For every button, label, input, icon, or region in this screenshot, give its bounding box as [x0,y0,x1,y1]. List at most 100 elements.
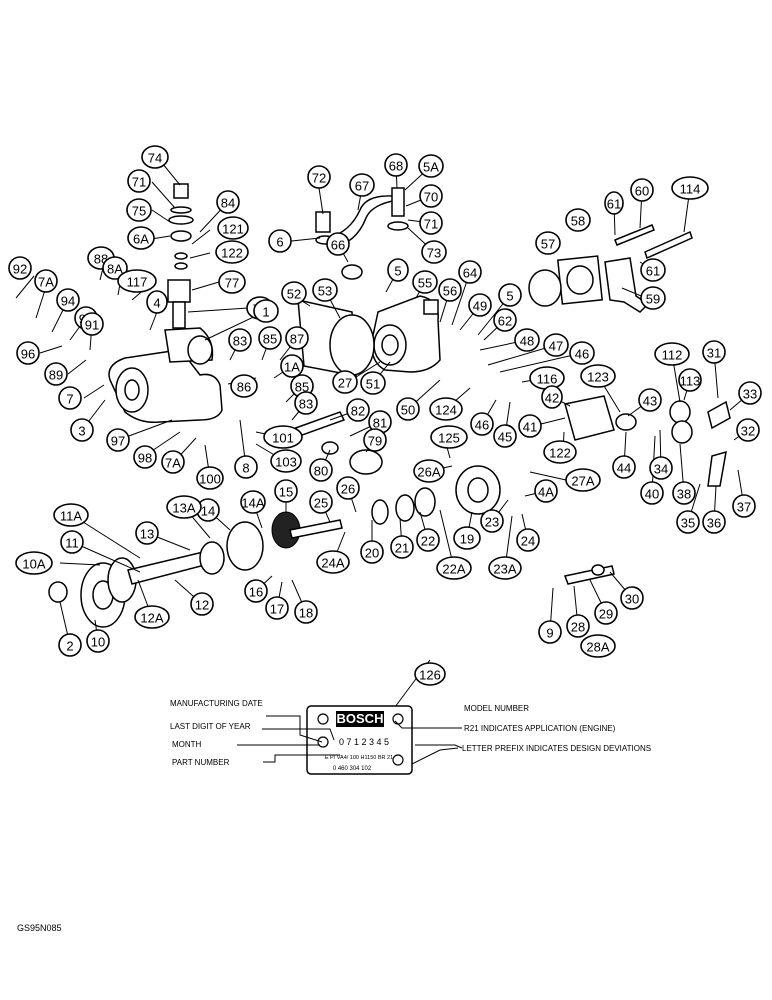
callout-60: 60 [630,178,654,202]
callout-label: 81 [373,416,387,431]
callout-label: 28 [571,620,585,635]
callout-81: 81 [368,410,392,434]
callout-label: 96 [21,347,35,362]
callout-26: 26 [336,476,360,500]
callout-label: 13A [172,501,195,516]
callout-122: 122 [543,440,577,464]
callout-126: 126 [414,662,446,686]
callout-label: 7A [165,456,181,471]
callout-label: 26 [341,482,355,497]
callout-label: 19 [460,532,474,547]
callout-label: 52 [287,287,301,302]
callout-32: 32 [736,418,760,442]
callout-bubbles: 747184751216A122777817267666685A70717355… [8,145,762,686]
callout-94: 94 [56,288,80,312]
nameplate-labels: MANUFACTURING DATE LAST DIGIT OF YEAR MO… [170,699,651,767]
callout-label: 35 [681,516,695,531]
callout-label: 60 [635,184,649,199]
callout-117: 117 [117,269,157,293]
callout-80: 80 [309,458,333,482]
label-last-digit-of-year: LAST DIGIT OF YEAR [170,722,251,731]
callout-label: 7 [66,392,73,407]
callout-label: 57 [541,237,555,252]
callout-label: 122 [221,246,243,261]
callout-17: 17 [265,596,289,620]
callout-label: 58 [571,214,585,229]
callout-label: 32 [741,424,755,439]
callout-19: 19 [453,526,481,550]
callout-14A: 14A [240,490,266,514]
callout-label: 68 [389,159,403,174]
callout-31: 31 [702,340,726,364]
label-letter-prefix: LETTER PREFIX INDICATES DESIGN DEVIATION… [462,744,651,753]
callout-label: 42 [545,391,559,406]
callout-label: 12 [195,598,209,613]
callout-label: 25 [314,496,328,511]
callout-74: 74 [141,145,169,169]
callout-9: 9 [538,620,562,644]
figure-code: GS95N085 [17,923,62,933]
callout-8: 8 [234,455,258,479]
callout-92: 92 [8,256,32,280]
callout-label: 23 [485,515,499,530]
callout-label: 21 [395,541,409,556]
callout-59: 59 [640,286,666,310]
callout-25: 25 [309,490,333,514]
label-r21-application: R21 INDICATES APPLICATION (ENGINE) [464,724,616,733]
callout-72: 72 [307,165,331,189]
callout-label: 8 [242,461,249,476]
callout-3: 3 [70,418,94,442]
callout-label: 122 [549,446,571,461]
callout-label: 64 [463,266,477,281]
callout-51: 51 [360,371,386,395]
callout-8A: 8A [102,256,128,280]
callout-label: 20 [365,546,379,561]
callout-83: 83 [228,328,252,352]
callout-label: 45 [498,430,512,445]
callout-49: 49 [468,293,492,317]
callout-label: 100 [199,472,221,487]
callout-label: 8A [107,262,123,277]
callout-label: 67 [355,179,369,194]
callout-label: 71 [424,217,438,232]
callout-7A: 7A [34,269,58,293]
callout-61: 61 [640,258,666,282]
callout-label: 103 [275,455,297,470]
callout-label: 22A [442,562,465,577]
callout-label: 117 [127,275,148,290]
callout-label: 55 [418,276,432,291]
callout-21: 21 [390,535,414,559]
callout-label: 71 [132,175,146,190]
callout-label: 23A [493,562,516,577]
callout-75: 75 [126,198,152,222]
callout-label: 77 [225,276,239,291]
callout-label: 7A [38,275,54,290]
callout-label: 59 [646,292,660,307]
callout-label: 112 [662,348,683,363]
callout-36: 36 [702,510,726,534]
callout-5A: 5A [418,154,444,178]
callout-56: 56 [438,278,462,302]
callout-label: 9 [546,626,553,641]
callout-26A: 26A [413,459,445,483]
callout-100: 100 [196,466,224,490]
plate-code-line: E P/ VA4/ 100 H1150 BR 21 [325,755,393,761]
callout-label: 75 [132,204,146,219]
callout-label: 72 [312,171,326,186]
callout-label: 5 [394,264,401,279]
callout-label: 80 [314,464,328,479]
plate-part-line: 0 460 304 102 [333,766,372,772]
callout-103: 103 [270,449,302,473]
callout-label: 43 [643,394,657,409]
callout-43: 43 [638,388,662,412]
callout-label: 61 [607,197,621,212]
callout-label: 101 [272,431,294,446]
callout-label: 74 [148,151,162,166]
callout-label: 33 [743,387,757,402]
callout-label: 34 [654,462,668,477]
callout-101: 101 [263,425,303,449]
callout-label: 85 [295,380,309,395]
callout-87: 87 [285,326,309,350]
callout-11: 11 [60,530,84,554]
